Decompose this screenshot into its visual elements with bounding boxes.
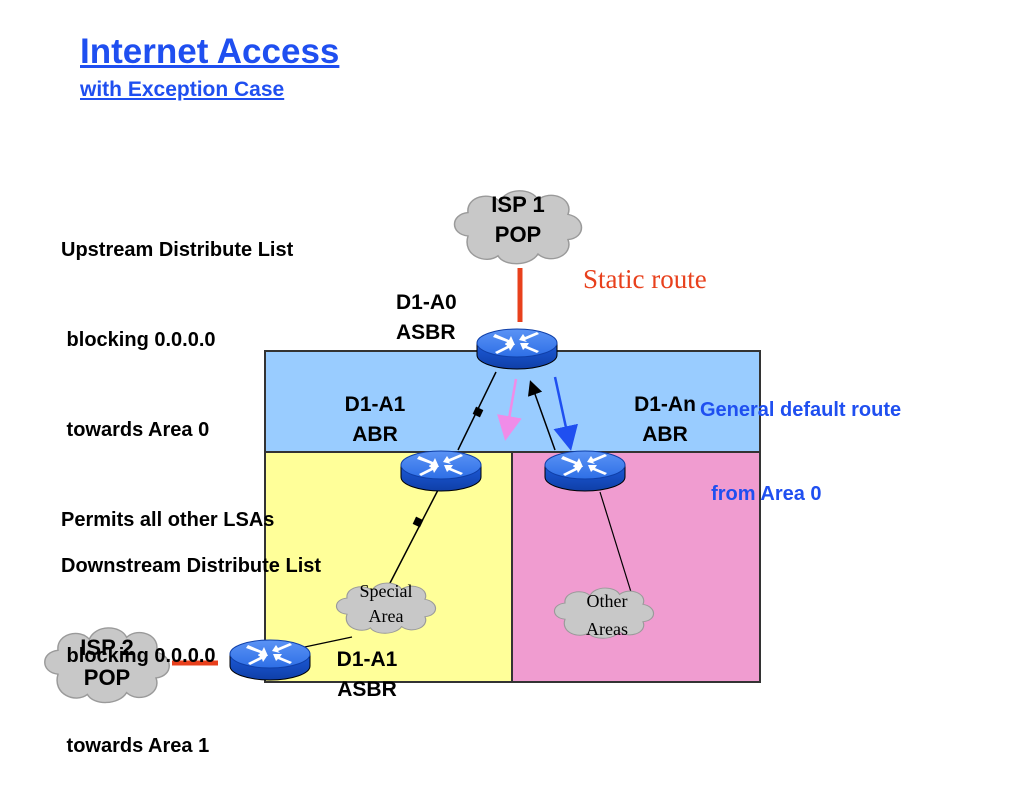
downstream-note-line: towards Area 1 <box>61 735 210 757</box>
router-a1-abr-icon <box>400 450 482 492</box>
upstream-note-line: blocking 0.0.0.0 <box>61 329 216 351</box>
gdr-line: General default route <box>700 399 902 421</box>
router-an-abr-icon <box>544 450 626 492</box>
default-route-arrow <box>553 376 578 451</box>
other-areas-region <box>511 451 761 683</box>
downstream-filter-icon <box>412 516 424 528</box>
static-route-label: Static route <box>583 264 707 294</box>
blocked-lsa-arrow <box>497 378 522 441</box>
upstream-note-line: Upstream Distribute List <box>61 239 294 261</box>
a1-special-link <box>388 489 439 586</box>
downstream-note-line: Downstream Distribute List <box>61 555 322 577</box>
general-default-route-label: General default route from Area 0 <box>700 340 901 536</box>
upstream-note: Upstream Distribute List blocking 0.0.0.… <box>61 175 293 565</box>
router-a0-icon <box>476 328 558 370</box>
an-other-link <box>599 491 632 593</box>
upstream-note-line: towards Area 0 <box>61 419 210 441</box>
an-to-a0-arrow <box>527 380 556 451</box>
network-diagram <box>44 190 761 704</box>
page-title: Internet Access <box>80 32 340 71</box>
downstream-note-line: blocking 0.0.0.0 <box>61 645 216 667</box>
asbr-special-link <box>299 636 353 649</box>
gdr-line: from Area 0 <box>700 483 822 505</box>
area-1-region <box>264 451 513 683</box>
upstream-note-line: Permits all other LSAs <box>61 509 275 531</box>
page-subtitle: with Exception Case <box>80 78 285 101</box>
downstream-note: Downstream Distribute List blocking 0.0.… <box>61 491 321 791</box>
upstream-filter-icon <box>472 406 484 418</box>
